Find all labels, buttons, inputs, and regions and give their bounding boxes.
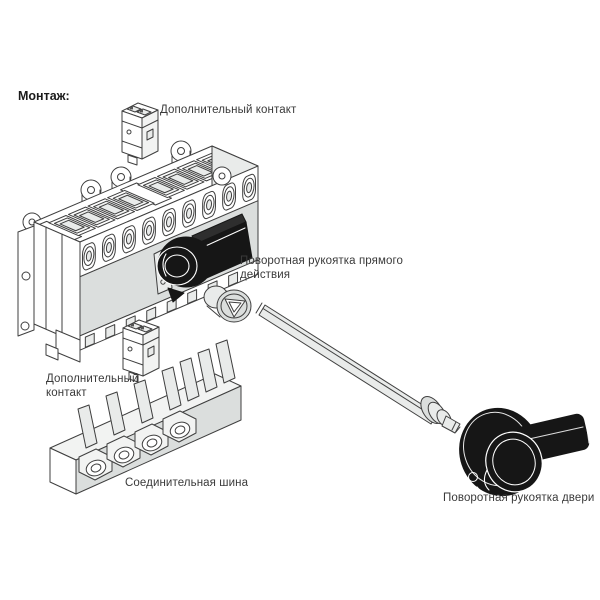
extension-shaft-drawing (255, 302, 438, 425)
shaft-collar-drawing (420, 395, 461, 434)
direct-rotary-handle-drawing (153, 213, 253, 303)
label-direct-rotary-handle-line2: действия (240, 268, 291, 281)
label-aux-contact-top: Дополнительный контакт (160, 104, 297, 116)
main-switch-body-drawing (18, 141, 258, 362)
door-rotary-handle-drawing (459, 407, 590, 497)
front-details (69, 172, 258, 355)
mounting-ear-front (212, 166, 232, 186)
label-aux-contact-side-line1: Дополнительный (46, 373, 139, 385)
label-aux-contact-side-line2: контакт (46, 386, 87, 399)
busbar-blades (77, 339, 236, 449)
busbar-drawing (49, 339, 242, 495)
aux-contact-top-drawing (121, 102, 159, 166)
label-door-rotary-handle: Поворотная рукоятка двери (443, 492, 595, 504)
label-aux-contact-side: Дополнительный контакт (46, 373, 138, 400)
label-direct-rotary-handle: Поворотная рукоятка прямого действия (240, 255, 403, 282)
shaft-adapter-drawing (203, 285, 252, 323)
label-busbar: Соединительная шина (125, 477, 249, 489)
busbar-connectors (78, 410, 197, 481)
body-left-end (17, 221, 81, 363)
label-direct-rotary-handle-line1: Поворотная рукоятка прямого (240, 255, 404, 267)
page-title: Монтаж: (18, 89, 70, 103)
